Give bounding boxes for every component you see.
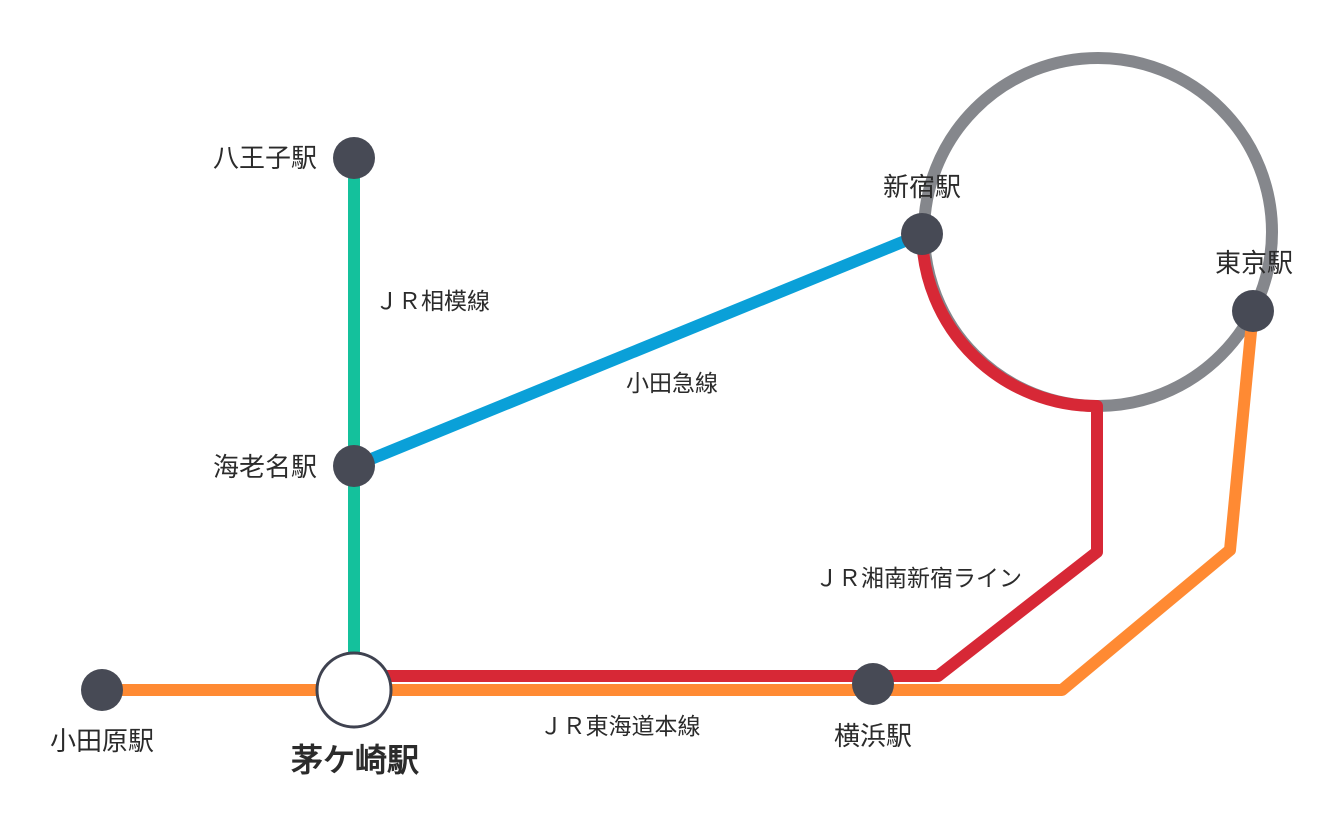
- station-label-odawara: 小田原駅: [50, 727, 154, 757]
- station-marker-chigasaki[interactable]: [315, 651, 393, 729]
- station-dot-yokohama[interactable]: [852, 663, 894, 705]
- line-label-sagami: ＪＲ相模線: [375, 289, 490, 315]
- station-label-shinjuku: 新宿駅: [883, 173, 961, 203]
- tokaido-line: [102, 310, 1259, 696]
- station-label-hachioji: 八王子駅: [213, 144, 317, 174]
- station-dot-hachioji[interactable]: [333, 137, 375, 179]
- station-label-tokyo: 東京駅: [1215, 249, 1293, 279]
- station-dot-shinjuku[interactable]: [901, 213, 943, 255]
- station-dot-ebina[interactable]: [333, 445, 375, 487]
- shonan-shinjuku-line: [354, 233, 1103, 682]
- line-label-shonan-shinjuku: ＪＲ湘南新宿ライン: [815, 566, 1022, 592]
- station-label-chigasaki: 茅ケ崎駅: [291, 741, 419, 779]
- station-label-ebina: 海老名駅: [213, 453, 317, 483]
- odakyu-line: [351, 228, 925, 472]
- line-label-odakyu: 小田急線: [626, 371, 718, 397]
- station-label-yokohama: 横浜駅: [834, 722, 912, 752]
- line-label-tokaido: ＪＲ東海道本線: [540, 714, 701, 740]
- station-dot-odawara[interactable]: [81, 669, 123, 711]
- station-dot-tokyo[interactable]: [1232, 290, 1274, 332]
